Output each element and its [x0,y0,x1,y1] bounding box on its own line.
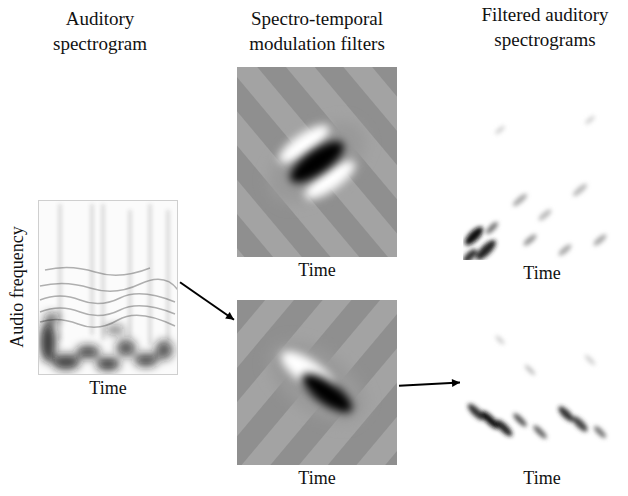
column-heading: Filtered auditory spectrograms [481,2,609,52]
modulation-filter [237,300,397,465]
axis-label: Time [38,378,178,399]
axis-label: Audio frequency [6,202,28,372]
spectrogram-panel: Time [237,300,397,465]
spectrogram-panel: Spectro-temporal modulation filtersTime [237,67,397,257]
spectrogram-panel: Time [463,300,621,465]
column-heading: Auditory spectrogram [35,6,165,56]
filtered-spectrogram [463,300,621,465]
modulation-filter [237,67,397,257]
flow-arrow [180,282,234,320]
flow-arrow [399,383,460,386]
column-heading: Spectro-temporal modulation filters [222,6,412,56]
axis-label: Time [237,468,397,489]
axis-label: Time [463,468,621,489]
spectrogram-image [38,200,178,375]
spectrogram-panel: Filtered auditory spectrogramsTime [463,82,621,260]
axis-label: Time [237,260,397,281]
axis-label: Time [463,263,621,284]
spectrogram-panel: Auditory spectrogramAudio frequencyTime [38,200,178,375]
filtered-spectrogram [463,82,621,260]
